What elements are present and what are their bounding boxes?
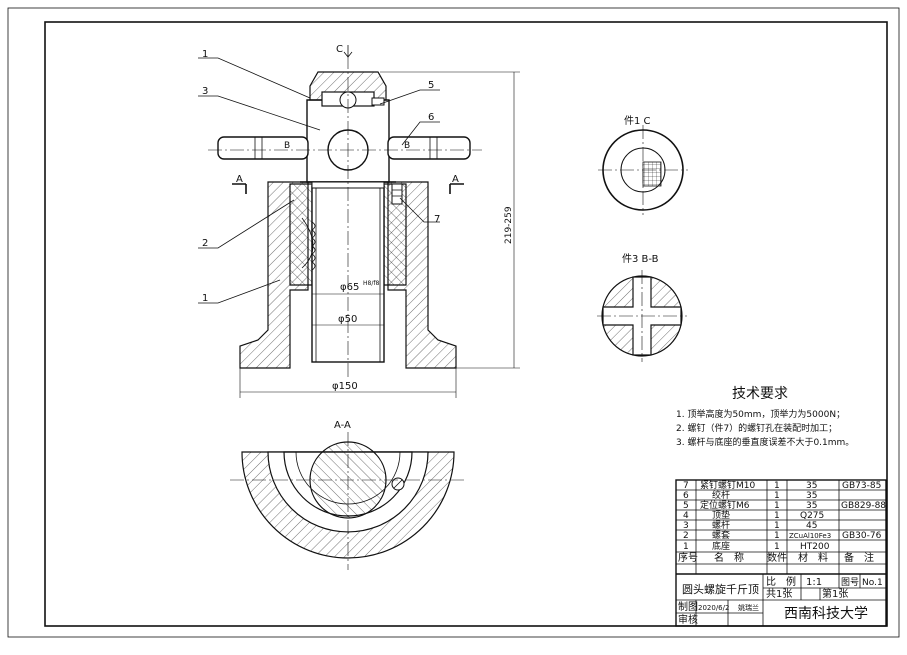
bom-row-1-name: 底座 [712,540,730,552]
bom-row-4-qty: 1 [774,511,780,521]
part3bb-label: 件3 B-B [622,253,659,265]
section-a-left-label: A [236,174,243,185]
bom-row-3-mat: 45 [806,521,817,531]
drawing-no-value: No.1 [862,578,883,588]
front-view [198,45,520,398]
bom-row-5-note: GB829-88 [841,501,886,511]
section-a-left-mark [232,183,247,194]
callout-1-top: 1 [202,49,208,60]
section-b-left-label: B [284,141,290,151]
callout-3: 3 [202,86,208,97]
bom-row-5-name: 定位螺钉M6 [700,499,750,511]
bom-row-3-qty: 1 [774,521,780,531]
thread-detail [311,221,316,271]
section-b-right-label: B [404,141,410,151]
bom-row-6-mat: 35 [806,491,817,501]
callout-7: 7 [434,214,440,225]
bom-row-2-no: 2 [683,531,689,541]
bom-row-4-no: 4 [683,511,689,521]
outer-border [7,7,900,638]
callout-1-bottom: 1 [202,293,208,304]
bom-row-1-qty: 1 [774,542,780,552]
bom-header-no: 序号 [678,551,698,564]
scale-value: 1:1 [806,577,822,588]
drawn-name: 姚瑞兰 [738,603,759,612]
bom-row-6-name: 绞杆 [712,489,730,501]
bom-table [675,479,887,627]
section-aa-label: A-A [334,420,351,431]
bom-row-5-no: 5 [683,501,689,511]
bom-row-4-mat: Q275 [800,511,824,521]
drawn-label: 制图 [678,600,698,613]
tech-req-title: 技术要求 [732,386,788,402]
bom-header-note: 备 注 [844,551,874,564]
bom-header-name: 名 称 [714,551,744,564]
c-view-mark: C [336,44,343,55]
dim-inner-tol: H8/f8 [363,280,379,287]
dim-bore-dia: φ50 [338,314,357,325]
bom-row-3-name: 螺杆 [712,519,730,531]
section-a-right-label: A [452,174,459,185]
dim-height-label: 219-259 [504,206,514,244]
bom-row-1-no: 1 [683,542,689,552]
section-aa-view [230,432,466,570]
sheet-no: 第1张 [822,587,848,600]
callout-6: 6 [428,112,434,123]
rod-left [217,136,309,160]
bom-row-1-mat: HT200 [800,542,830,552]
callout-5: 5 [428,80,434,91]
part1c-label: 件1 C [624,115,651,127]
tech-req-item-1: 1. 顶举高度为50mm，顶举力为5000N； [676,408,845,420]
checked-label: 审核 [678,613,698,626]
tech-req-item-2: 2. 螺钉（件7）的螺钉孔在装配时加工； [676,422,837,434]
bom-row-7-qty: 1 [774,481,780,491]
bom-row-7-note: GB73-85 [842,481,881,491]
bom-row-5-qty: 1 [774,501,780,511]
bom-row-2-mat: ZCuAl10Fe3 [789,532,831,540]
tech-req-item-3: 3. 螺杆与底座的垂直度误差不大于0.1mm。 [676,436,854,448]
bom-row-7-name: 紧钉螺钉M10 [700,480,755,491]
callout-2: 2 [202,238,208,249]
drawn-value: 2020/6/2 [698,604,729,612]
bom-header-mat: 材 料 [798,551,828,564]
bom-row-3-no: 3 [683,521,689,531]
part1c-view [598,125,688,215]
set-screw-7 [391,183,403,205]
sheets-total: 共1张 [766,588,792,600]
bom-row-6-qty: 1 [774,491,780,501]
bom-row-7-mat: 35 [806,481,817,491]
drawing-no-label: 图号 [841,577,859,588]
bom-row-5-mat: 35 [806,501,817,511]
drawing-name: 圆头螺旋千斤顶 [682,582,759,596]
nut-left [289,183,313,286]
rod-right [387,136,471,160]
bom-row-7-no: 7 [683,481,689,491]
dim-inner-dia: φ65 [340,282,359,293]
scale-label: 比 例 [766,575,796,588]
inner-border [44,21,888,627]
bom-row-2-note: GB30-76 [842,531,882,541]
bom-row-4-name: 顶垫 [712,509,730,521]
bom-row-2-qty: 1 [774,531,780,541]
school-name: 西南科技大学 [784,606,868,622]
dim-base-dia-label: φ150 [332,381,358,392]
bom-row-6-no: 6 [683,491,689,501]
bom-header-qty: 数件 [767,551,787,564]
section-a-right-mark [449,183,464,194]
bom-row-2-name: 螺套 [712,529,730,541]
part3bb-view [597,270,687,362]
